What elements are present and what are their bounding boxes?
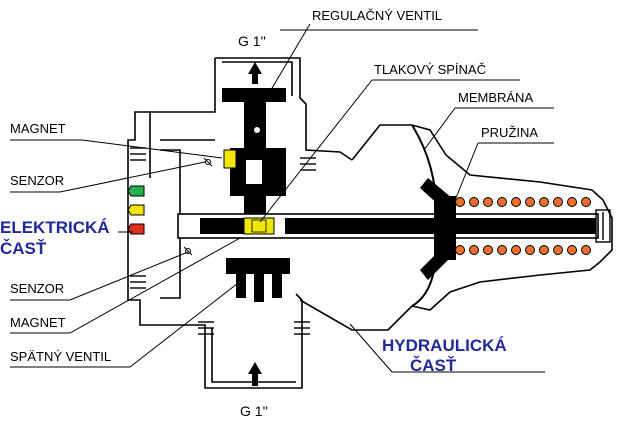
label-membrane: MEMBRÁNA: [458, 90, 533, 105]
magnet-top: [223, 149, 237, 169]
label-magnet-bottom: MAGNET: [10, 315, 66, 330]
flow-arrow-bottom: [248, 362, 262, 386]
label-g-top: G 1'': [238, 33, 266, 49]
label-g-bottom: G 1'': [240, 403, 268, 419]
label-pressure-switch: TLAKOVÝ SPÍNAČ: [374, 62, 486, 77]
leader-lines: [10, 23, 554, 373]
label-sensor-bottom: SENZOR: [10, 281, 64, 296]
label-electric-part-2: ČASŤ: [0, 239, 47, 258]
label-electric-part-1: ELEKTRICKÁ: [0, 218, 110, 237]
flow-arrow-top: [248, 62, 262, 84]
label-hydraulic-part-1: HYDRAULICKÁ: [382, 336, 507, 355]
label-magnet-top: MAGNET: [10, 121, 66, 136]
spring: [455, 197, 591, 255]
pressure-switch-shaft: [177, 213, 599, 239]
label-regulating-valve: REGULAČNÝ VENTIL: [312, 8, 442, 23]
regulating-valve: [222, 88, 286, 218]
status-leds: [127, 185, 145, 235]
check-valve: [226, 258, 290, 302]
end-cap: [595, 209, 611, 243]
label-hydraulic-part-2: ČASŤ: [410, 356, 457, 375]
label-sensor-top: SENZOR: [10, 173, 64, 188]
sensor-marks: [183, 157, 213, 256]
membrane: [411, 124, 456, 307]
label-spring: PRUŽINA: [481, 125, 538, 140]
label-check-valve: SPÄTNÝ VENTIL: [10, 349, 111, 364]
valve-body-outline: [127, 57, 613, 389]
thread-marks: [130, 147, 316, 335]
